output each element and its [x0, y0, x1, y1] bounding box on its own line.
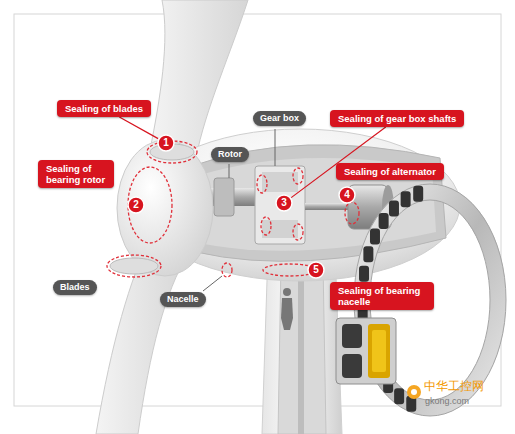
callout-number: 3 — [275, 194, 293, 212]
seal-label: Sealing of gear box shafts — [330, 110, 464, 127]
node-text: Sealing of alternator — [344, 166, 436, 177]
watermark-text: 中华工控网 — [424, 379, 484, 393]
node-text: Sealing of blades — [65, 103, 143, 114]
seal-label: Sealing of blades — [57, 100, 151, 117]
node-text: 5 — [307, 261, 325, 279]
node-text: Gear box — [260, 113, 299, 124]
callout-number: 5 — [307, 261, 325, 279]
node-text: Rotor — [218, 149, 242, 160]
callout-number: 4 — [338, 186, 356, 204]
node-text: 1 — [157, 134, 175, 152]
part-label: Rotor — [211, 147, 249, 162]
node-text: 4 — [338, 186, 356, 204]
node-text: 3 — [275, 194, 293, 212]
node-text: Sealing of gear box shafts — [338, 113, 456, 124]
node-text: Blades — [60, 282, 90, 293]
node-text: Sealing of bearing rotor — [46, 163, 106, 185]
seal-label: Sealing of bearing nacelle — [330, 282, 434, 310]
watermark: gkong.com — [425, 396, 469, 406]
node-text: Sealing of bearing nacelle — [338, 285, 426, 307]
node-text: 2 — [127, 196, 145, 214]
leader-line — [119, 117, 158, 139]
part-label: Nacelle — [160, 292, 206, 307]
part-label: Gear box — [253, 111, 306, 126]
part-label: Blades — [53, 280, 97, 295]
callout-number: 2 — [127, 196, 145, 214]
node-text: Nacelle — [167, 294, 199, 305]
seal-label: Sealing of bearing rotor — [38, 160, 114, 188]
callout-number: 1 — [157, 134, 175, 152]
watermark-text: gkong.com — [425, 396, 469, 406]
seal-label: Sealing of alternator — [336, 163, 444, 180]
watermark: 中华工控网 — [424, 378, 484, 395]
